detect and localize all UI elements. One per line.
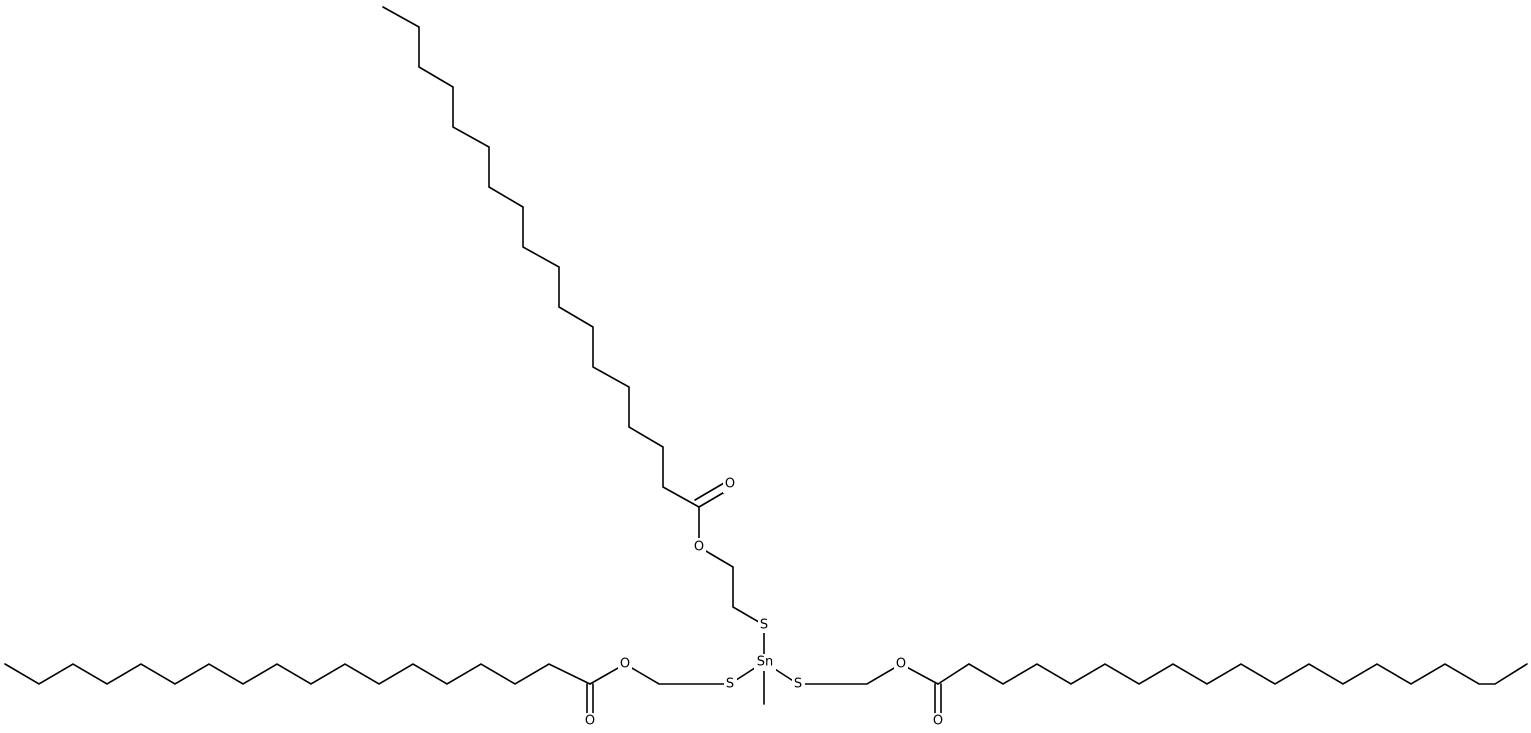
left-alkyl-chain <box>4 663 591 685</box>
top-carbonyl-bond-b <box>694 482 725 501</box>
oxygen-left-carbonyl-label: O <box>585 714 595 729</box>
oxygen-top-carbonyl-label: O <box>725 477 735 492</box>
sulfur-right-label: S <box>794 677 802 692</box>
atom-label-layer: Sn S S S O O O O O O <box>583 476 945 730</box>
left-ester-linker <box>589 663 731 685</box>
right-alkyl-chain <box>937 663 1528 685</box>
oxygen-right-ester-label: O <box>896 657 906 672</box>
sulfur-left-label: S <box>726 677 734 692</box>
oxygen-top-ester-label: O <box>694 540 704 555</box>
top-alkyl-chain <box>382 6 700 508</box>
bond-layer <box>4 6 1528 719</box>
right-ester-linker <box>797 663 939 685</box>
oxygen-left-ester-label: O <box>620 657 630 672</box>
sulfur-top-label: S <box>760 618 768 633</box>
oxygen-right-carbonyl-label: O <box>933 714 943 729</box>
tin-atom-label: Sn <box>757 655 774 670</box>
top-ester-linker <box>698 506 765 626</box>
